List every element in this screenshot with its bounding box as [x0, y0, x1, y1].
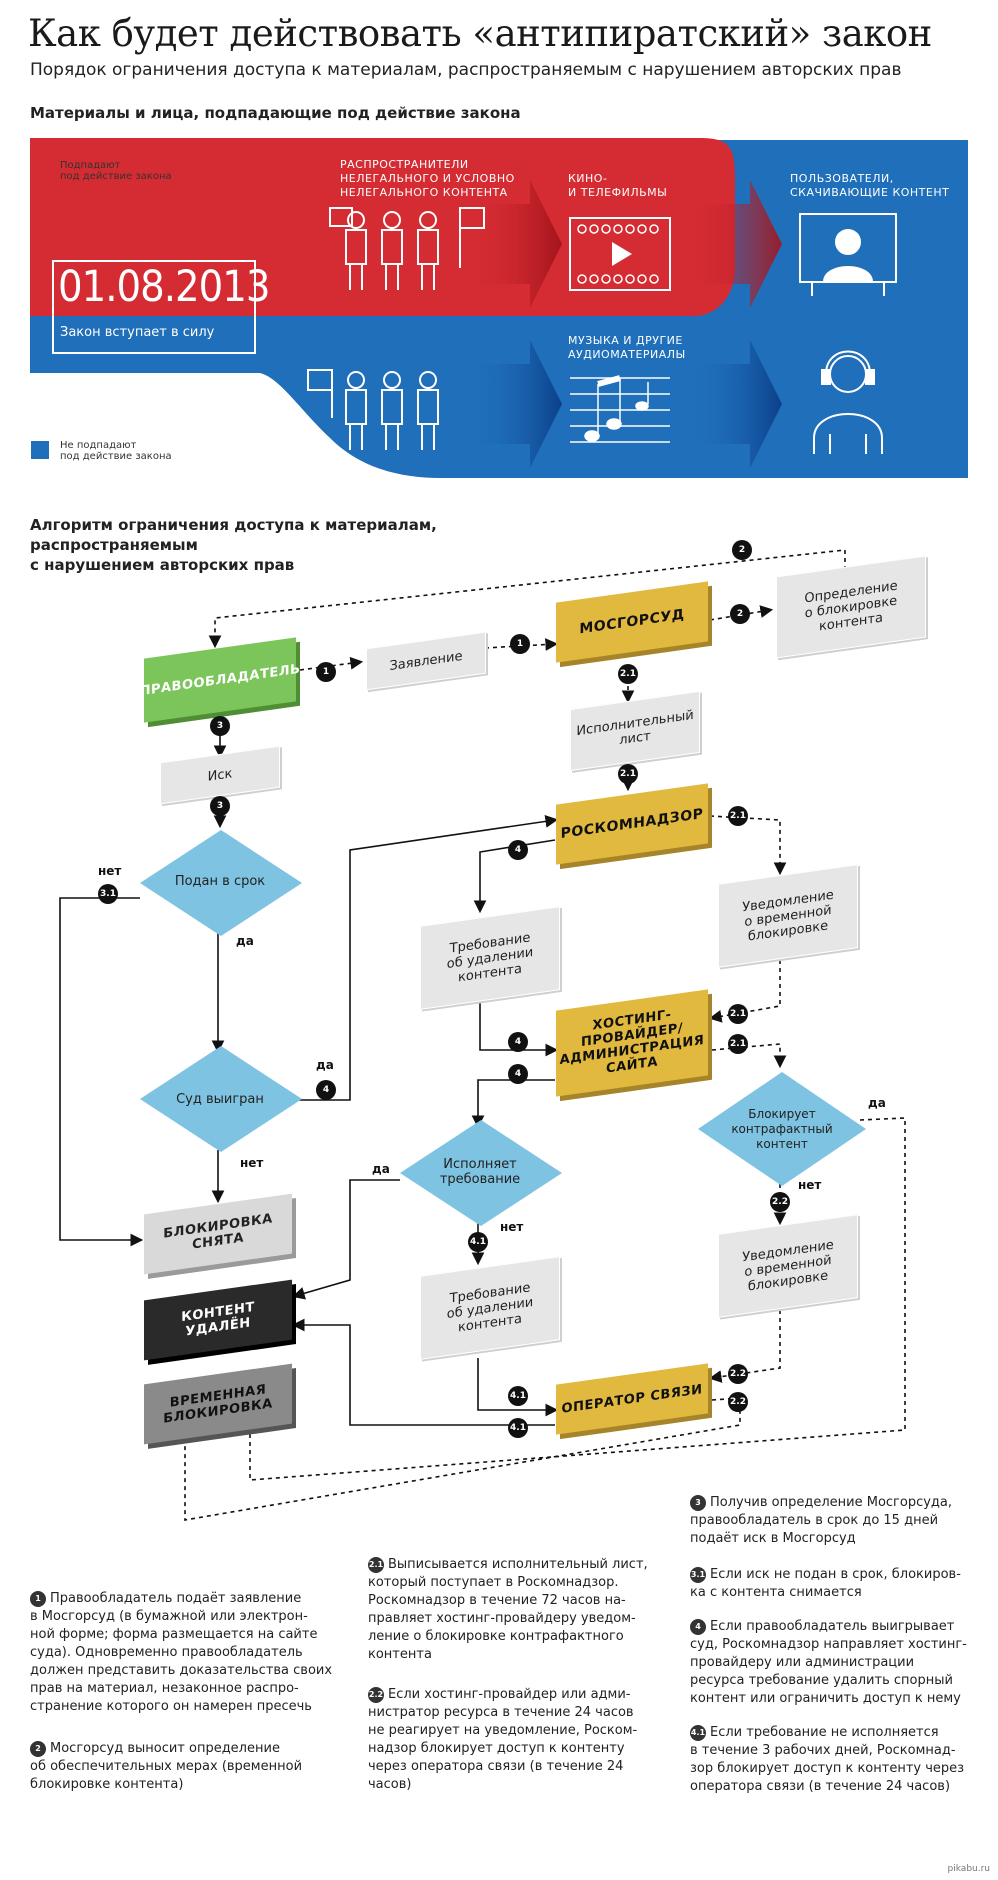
- badge-21-a: 2.1: [618, 664, 638, 684]
- badge-3-a: 3: [210, 716, 230, 736]
- badge-1b: 1: [510, 634, 530, 654]
- label-no-infringing: нет: [798, 1178, 822, 1192]
- badge-3-b: 3: [210, 796, 230, 816]
- label-yes-filed: да: [236, 934, 254, 948]
- decision-filed-label: Подан в срок: [174, 873, 266, 889]
- badge-41-b: 4.1: [508, 1386, 528, 1406]
- decision-infringing-label: Блокирует контрафактный контент: [731, 1106, 833, 1151]
- badge-21-e: 2.1: [728, 1034, 748, 1054]
- badge-21-c: 2.1: [728, 806, 748, 826]
- badge-41-c: 4.1: [508, 1418, 528, 1438]
- badge-22-b: 2.2: [728, 1364, 748, 1384]
- law-date-caption: Закон вступает в силу: [60, 325, 215, 340]
- label-no-complies: нет: [500, 1220, 524, 1234]
- label-films: КИНО- И ТЕЛЕФИЛЬМЫ: [568, 172, 668, 199]
- decision-complies: [400, 1120, 562, 1226]
- badge-1a: 1: [316, 662, 336, 682]
- badge-4-rkn: 4: [508, 840, 528, 860]
- law-banner: [30, 138, 968, 478]
- badge-41-a: 4.1: [468, 1232, 488, 1252]
- label-yes-infringing: да: [868, 1096, 886, 1110]
- legend-blue-swatch: [30, 440, 50, 460]
- date-box: [52, 260, 256, 354]
- legend-red-swatch: [30, 160, 48, 178]
- badge-4-hosting-b: 4: [508, 1064, 528, 1084]
- decision-won-label: Суд выигран: [176, 1091, 264, 1107]
- decision-infringing: [698, 1072, 866, 1186]
- label-music: МУЗЫКА И ДРУГИЕ АУДИОМАТЕРИАЛЫ: [568, 334, 686, 361]
- watermark: pikabu.ru: [947, 1864, 990, 1874]
- decision-won: [140, 1046, 302, 1152]
- note-badge: 4.1: [690, 1725, 706, 1741]
- page-subtitle: Порядок ограничения доступа к материалам…: [30, 60, 902, 80]
- badge-2-top: 2: [732, 540, 752, 560]
- badge-4-won: 4: [316, 1080, 336, 1100]
- badge-2-right: 2: [730, 604, 750, 624]
- monitor-user-icon: [799, 213, 897, 296]
- label-yes-complies: да: [372, 1162, 390, 1176]
- note-badge: 3.1: [690, 1567, 706, 1583]
- label-yes-won: да: [316, 1058, 334, 1072]
- badge-22-a: 2.2: [770, 1192, 790, 1212]
- arrow-blue-1: [470, 340, 562, 468]
- legend-blue-label: Не подпадают под действие закона: [60, 440, 172, 462]
- film-icon: [569, 217, 671, 291]
- note-badge: 2.2: [368, 1687, 384, 1703]
- note-badge: 1: [30, 1591, 46, 1607]
- label-no-filed: нет: [98, 864, 122, 878]
- label-distributors: РАСПРОСТРАНИТЕЛИ НЕЛЕГАЛЬНОГО И УСЛОВНО …: [340, 158, 515, 199]
- arrow-red-2: [690, 180, 782, 308]
- note-badge: 3: [690, 1495, 706, 1511]
- arrow-red-1: [470, 180, 562, 308]
- pirates-blue-icon: [307, 369, 439, 450]
- decision-filed: [140, 830, 302, 936]
- badge-22-c: 2.2: [728, 1392, 748, 1412]
- note-badge: 2: [30, 1741, 46, 1757]
- section-title-materials: Материалы и лица, подпадающие под действ…: [30, 104, 521, 122]
- note-badge: 2.1: [368, 1557, 384, 1573]
- label-no-won: нет: [240, 1156, 264, 1170]
- arrow-blue-2: [690, 340, 782, 468]
- music-icon: [570, 375, 670, 443]
- law-date: 01.08.2013: [58, 262, 270, 312]
- section-title-algorithm: Алгоритм ограничения доступа к материала…: [30, 516, 437, 574]
- badge-31: 3.1: [98, 884, 118, 904]
- badge-21-b: 2.1: [618, 764, 638, 784]
- badge-21-d: 2.1: [728, 1004, 748, 1024]
- pirates-red-icon: [329, 207, 485, 290]
- note-badge: 4: [690, 1619, 706, 1635]
- legend-red-label: Подпадают под действие закона: [60, 160, 172, 182]
- label-users: ПОЛЬЗОВАТЕЛИ, СКАЧИВАЮЩИЕ КОНТЕНТ: [790, 172, 950, 199]
- page-title: Как будет действовать «антипиратский» за…: [28, 12, 932, 55]
- badge-4-hosting-a: 4: [508, 1032, 528, 1052]
- decision-complies-label: Исполняет требование: [439, 1157, 521, 1187]
- headphones-user-icon: [813, 350, 883, 454]
